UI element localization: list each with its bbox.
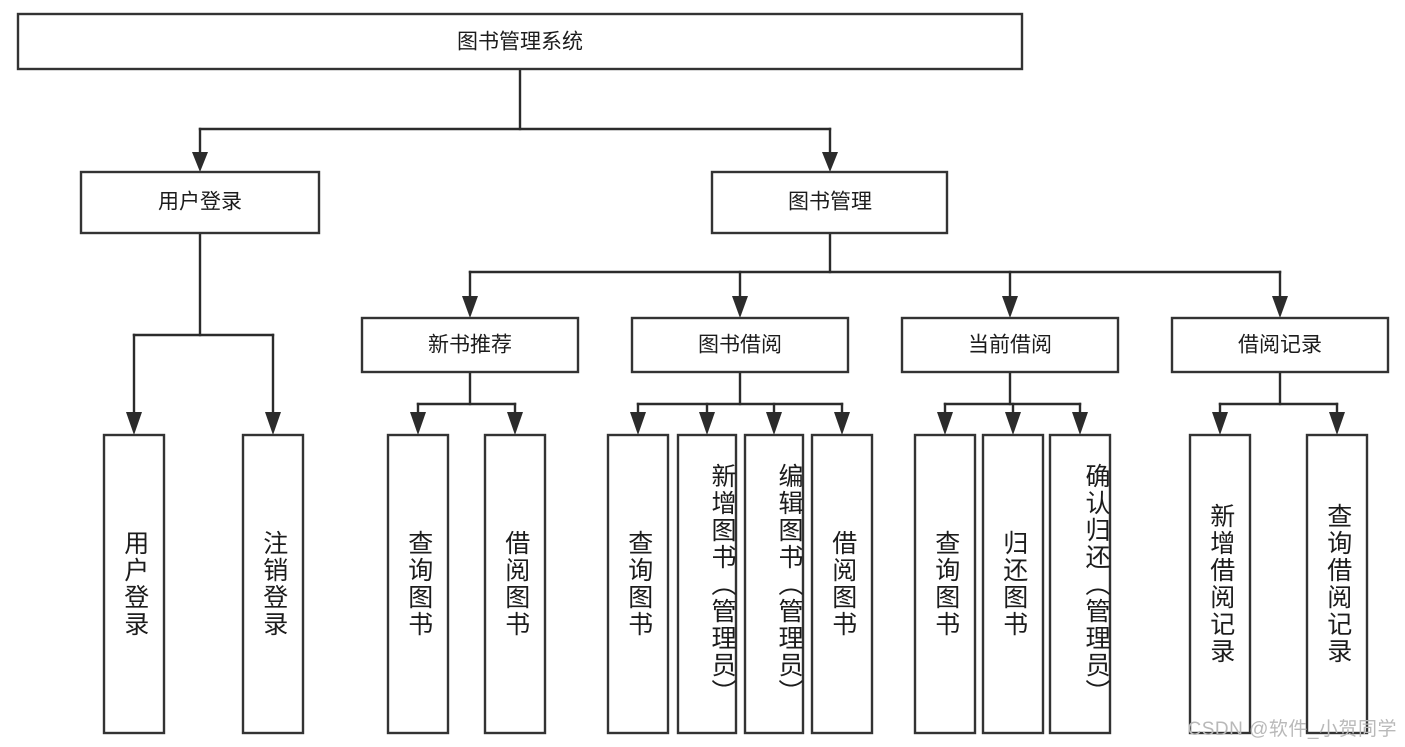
node-leaf-add-record-label-wrap: 新增借阅记录 — [1206, 503, 1235, 665]
node-leaf-query-book-2-box[interactable] — [606, 433, 670, 735]
node-new-book-recommend-box[interactable] — [360, 316, 580, 374]
node-leaf-edit-book-label: 编辑图书（管理员） — [775, 462, 803, 706]
node-root[interactable]: 图书管理系统 — [16, 12, 1024, 71]
node-borrow-record-label: 借阅记录 — [1238, 334, 1322, 357]
node-leaf-logout-label: 注销登录 — [259, 530, 288, 638]
node-leaf-user-login-box[interactable] — [102, 433, 166, 735]
node-user-login[interactable]: 用户登录 — [79, 170, 321, 235]
node-leaf-add-book-label: 新增图书（管理员） — [708, 462, 736, 706]
node-book-manage-label: 图书管理 — [788, 191, 872, 214]
node-leaf-confirm-return-label-wrap: 确认归还（管理员） — [1082, 462, 1110, 706]
node-leaf-user-login-label-wrap: 用户登录 — [120, 530, 149, 638]
node-leaf-borrow-book-2-label-wrap: 借阅图书 — [828, 530, 857, 638]
node-leaf-query-record-box[interactable] — [1305, 433, 1369, 735]
node-borrow-record-box[interactable] — [1170, 316, 1390, 374]
node-leaf-add-book-box[interactable] — [676, 433, 738, 735]
node-book-borrow[interactable]: 图书借阅 — [630, 316, 850, 374]
arrow-head-borrow-record — [1272, 296, 1288, 318]
csdn-watermark: CSDN @软件_小贺同学 — [1187, 719, 1397, 740]
node-leaf-edit-book-box[interactable] — [743, 433, 805, 735]
node-current-borrow-label: 当前借阅 — [968, 334, 1052, 357]
arrow-head-leaf-query-book-1 — [410, 412, 426, 435]
node-root-box[interactable] — [16, 12, 1024, 71]
arrow-head-user-login — [192, 152, 208, 172]
node-leaf-borrow-book-2-label: 借阅图书 — [828, 530, 857, 638]
node-book-manage-box[interactable] — [710, 170, 949, 235]
node-book-borrow-box[interactable] — [630, 316, 850, 374]
node-leaf-query-book-2-label: 查询图书 — [624, 530, 653, 638]
node-root-label: 图书管理系统 — [457, 31, 583, 54]
arrow-head-leaf-borrow-book-2 — [834, 412, 850, 435]
arrow-head-leaf-confirm-return — [1072, 412, 1088, 435]
node-leaf-query-book-1-label: 查询图书 — [404, 530, 433, 638]
node-leaf-logout-label-wrap: 注销登录 — [259, 530, 288, 638]
node-leaf-query-book-2-label-wrap: 查询图书 — [624, 530, 653, 638]
node-leaf-add-record-box[interactable] — [1188, 433, 1252, 735]
arrow-head-leaf-query-record — [1329, 412, 1345, 435]
arrow-head-leaf-borrow-book-1 — [507, 412, 523, 435]
arrow-head-leaf-return-book — [1005, 412, 1021, 435]
arrow-head-leaf-user-login — [126, 412, 142, 435]
node-user-login-label: 用户登录 — [158, 191, 242, 214]
node-leaf-borrow-book-1-box[interactable] — [483, 433, 547, 735]
node-user-login-box[interactable] — [79, 170, 321, 235]
leaf-box-layer: 用户登录 注销登录 查询图书 借阅图书 查询图书 新增图书（管理员） 编辑图书（… — [102, 433, 1369, 735]
node-leaf-borrow-book-2-box[interactable] — [810, 433, 874, 735]
arrow-head-leaf-logout — [265, 412, 281, 435]
node-leaf-borrow-book-1-label: 借阅图书 — [501, 530, 530, 638]
node-leaf-confirm-return-label: 确认归还（管理员） — [1082, 462, 1110, 706]
node-new-book-recommend[interactable]: 新书推荐 — [360, 316, 580, 374]
node-leaf-user-login-label: 用户登录 — [120, 530, 149, 638]
arrow-head-leaf-query-book-2 — [630, 412, 646, 435]
node-book-borrow-label: 图书借阅 — [698, 334, 782, 357]
node-leaf-return-book-label-wrap: 归还图书 — [999, 530, 1028, 638]
node-current-borrow[interactable]: 当前借阅 — [900, 316, 1120, 374]
node-leaf-add-book-label-wrap: 新增图书（管理员） — [708, 462, 736, 706]
connector-layer — [126, 67, 1345, 435]
node-leaf-query-record-label-wrap: 查询借阅记录 — [1323, 503, 1352, 665]
node-leaf-edit-book-label-wrap: 编辑图书（管理员） — [775, 462, 803, 706]
node-leaf-return-book-label: 归还图书 — [999, 530, 1028, 638]
node-leaf-confirm-return-box[interactable] — [1048, 433, 1112, 735]
arrow-head-book-borrow — [732, 296, 748, 318]
node-leaf-query-book-1-box[interactable] — [386, 433, 450, 735]
arrow-head-leaf-add-record — [1212, 412, 1228, 435]
node-leaf-return-book-box[interactable] — [981, 433, 1045, 735]
arrow-head-leaf-query-book-3 — [937, 412, 953, 435]
node-current-borrow-box[interactable] — [900, 316, 1120, 374]
node-leaf-add-record-label: 新增借阅记录 — [1206, 503, 1235, 665]
node-book-manage[interactable]: 图书管理 — [710, 170, 949, 235]
node-leaf-query-book-3-label: 查询图书 — [931, 530, 960, 638]
node-leaf-logout-box[interactable] — [241, 433, 305, 735]
arrow-head-new-book-recommend — [462, 296, 478, 318]
node-new-book-recommend-label: 新书推荐 — [428, 334, 512, 357]
arrow-head-leaf-edit-book — [766, 412, 782, 435]
node-leaf-query-book-3-label-wrap: 查询图书 — [931, 530, 960, 638]
node-leaf-query-book-3-box[interactable] — [913, 433, 977, 735]
arrow-head-leaf-add-book — [699, 412, 715, 435]
arrow-head-current-borrow — [1002, 296, 1018, 318]
node-leaf-borrow-book-1-label-wrap: 借阅图书 — [501, 530, 530, 638]
node-leaf-query-book-1-label-wrap: 查询图书 — [404, 530, 433, 638]
node-leaf-query-record-label: 查询借阅记录 — [1323, 503, 1352, 665]
node-borrow-record[interactable]: 借阅记录 — [1170, 316, 1390, 374]
arrow-head-book-manage — [822, 152, 838, 172]
